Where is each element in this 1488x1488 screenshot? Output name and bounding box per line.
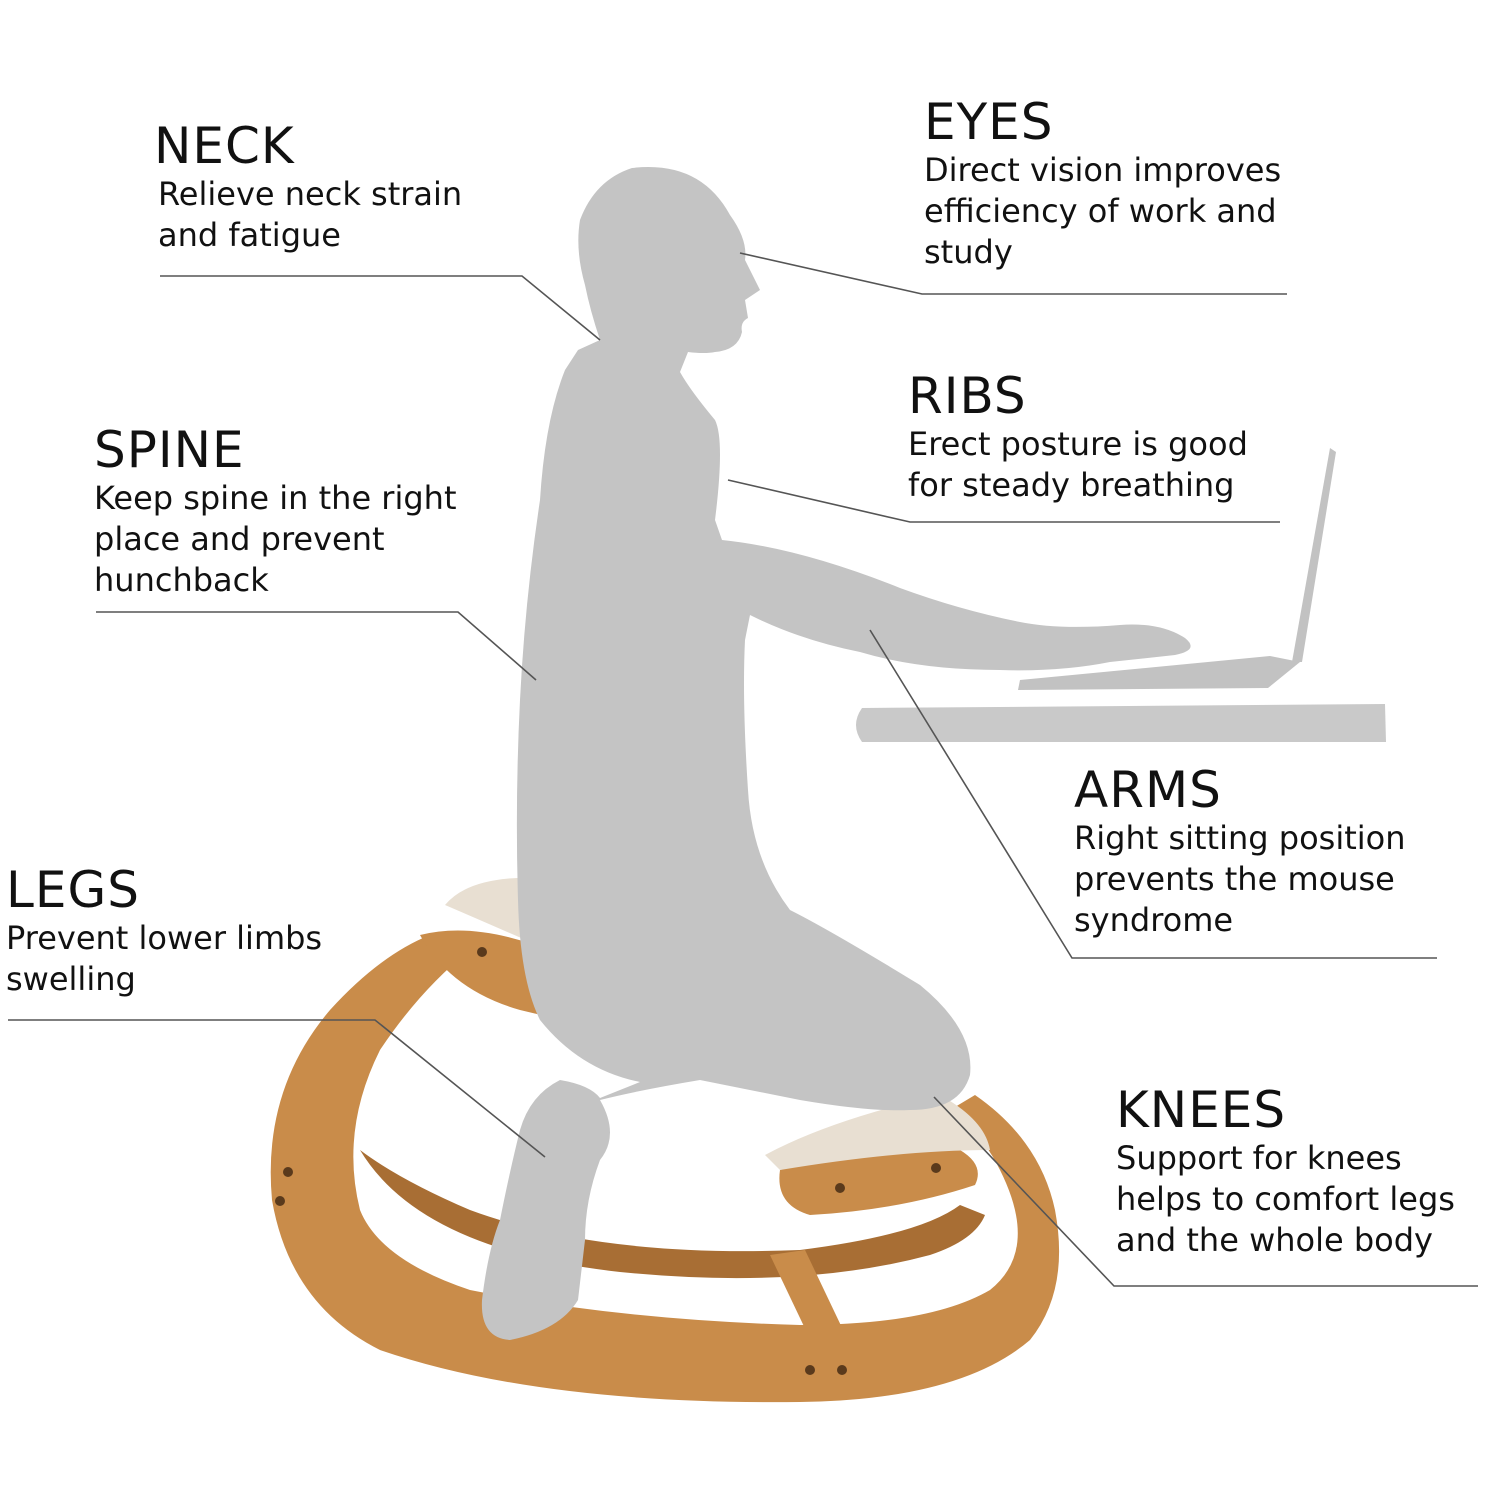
eyes-description: Direct vision improves efficiency of wor… [924,151,1282,271]
spine-title: SPINE [94,421,245,479]
eyes-title: EYES [924,93,1054,151]
neck-callout: NECK Relieve neck strain and fatigue [154,118,462,256]
knees-callout: KNEES Support for knees helps to comfort… [1116,1082,1455,1261]
ribs-description: Erect posture is good for steady breathi… [908,425,1248,504]
neck-description: Relieve neck strain and fatigue [158,175,463,254]
ribs-leader [727,479,1280,523]
spine-leader [96,611,537,681]
ribs-callout: RIBS Erect posture is good for steady br… [908,368,1248,506]
neck-leader [160,275,601,341]
desk-icon [856,704,1386,742]
human-silhouette [481,166,1191,1340]
knees-description: Support for knees helps to comfort legs … [1116,1139,1455,1259]
arms-leader [869,629,1437,959]
spine-callout: SPINE Keep spine in the right place and … [94,422,456,601]
spine-description: Keep spine in the right place and preven… [94,479,457,599]
ribs-title: RIBS [908,367,1027,425]
arms-title: ARMS [1074,761,1222,819]
legs-leader [8,1019,546,1158]
legs-description: Prevent lower limbs swelling [6,919,323,998]
legs-callout: LEGS Prevent lower limbs swelling [6,862,322,1000]
neck-title: NECK [154,117,295,175]
knees-title: KNEES [1116,1081,1287,1139]
leader-lines [8,252,1478,1287]
eyes-callout: EYES Direct vision improves efficiency o… [924,94,1281,273]
arms-callout: ARMS Right sitting position prevents the… [1074,762,1406,941]
laptop-icon [1018,448,1336,690]
knees-leader [933,1096,1478,1287]
arms-description: Right sitting position prevents the mous… [1074,819,1406,939]
legs-title: LEGS [6,861,140,919]
eyes-leader [739,252,1287,295]
